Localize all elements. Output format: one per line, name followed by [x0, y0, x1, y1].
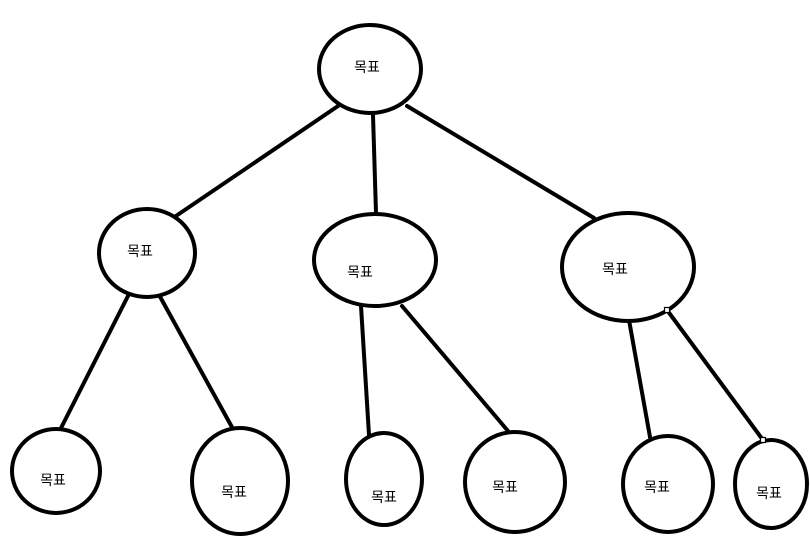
edge-root-to-level1-left — [171, 102, 343, 220]
node-ellipse-leaf-3 — [344, 431, 424, 527]
node-ellipse-leaf-5 — [621, 434, 715, 534]
edge-handle-2 — [759, 436, 767, 444]
edge-level1-right-to-leaf-6 — [665, 308, 765, 442]
edge-root-to-level1-middle — [371, 113, 378, 215]
node-ellipse-leaf-6 — [733, 438, 809, 530]
node-leaf-6: 목표 — [733, 438, 809, 530]
node-level1-right: 목표 — [560, 211, 696, 323]
node-ellipse-leaf-1 — [10, 427, 102, 515]
edge-handle-1 — [663, 306, 671, 314]
node-leaf-3: 목표 — [344, 431, 424, 527]
handles-layer — [663, 306, 767, 444]
node-leaf-1: 목표 — [10, 427, 102, 515]
node-label-level1-right: 목표 — [602, 262, 628, 278]
node-level1-left: 목표 — [97, 207, 197, 299]
node-label-leaf-4: 목표 — [492, 480, 518, 496]
node-ellipse-level1-middle — [312, 212, 438, 308]
node-level1-middle: 목표 — [312, 212, 438, 308]
node-label-leaf-3: 목표 — [371, 490, 397, 506]
edges-layer — [58, 102, 765, 442]
edge-level1-left-to-leaf-1 — [58, 292, 131, 432]
edge-level1-right-to-leaf-5 — [627, 318, 652, 439]
node-label-leaf-2: 목표 — [221, 485, 247, 501]
node-label-level1-middle: 목표 — [347, 265, 373, 281]
edge-level1-middle-to-leaf-4 — [400, 304, 510, 433]
node-label-leaf-6: 목표 — [756, 486, 782, 502]
node-leaf-5: 목표 — [621, 434, 715, 534]
node-label-leaf-5: 목표 — [644, 480, 670, 496]
node-label-level1-left: 목표 — [127, 244, 153, 260]
node-ellipse-level1-left — [97, 207, 197, 299]
node-ellipse-leaf-2 — [190, 426, 290, 536]
node-label-leaf-1: 목표 — [40, 473, 66, 489]
node-leaf-4: 목표 — [463, 430, 567, 534]
node-root: 목표 — [317, 23, 423, 115]
node-leaf-2: 목표 — [190, 426, 290, 536]
node-ellipse-level1-right — [560, 211, 696, 323]
node-ellipse-leaf-4 — [463, 430, 567, 534]
node-ellipse-root — [317, 23, 423, 115]
edge-level1-middle-to-leaf-3 — [359, 304, 371, 437]
node-label-root: 목표 — [354, 60, 380, 76]
edge-level1-left-to-leaf-2 — [156, 291, 235, 431]
edge-root-to-level1-right — [405, 104, 596, 220]
